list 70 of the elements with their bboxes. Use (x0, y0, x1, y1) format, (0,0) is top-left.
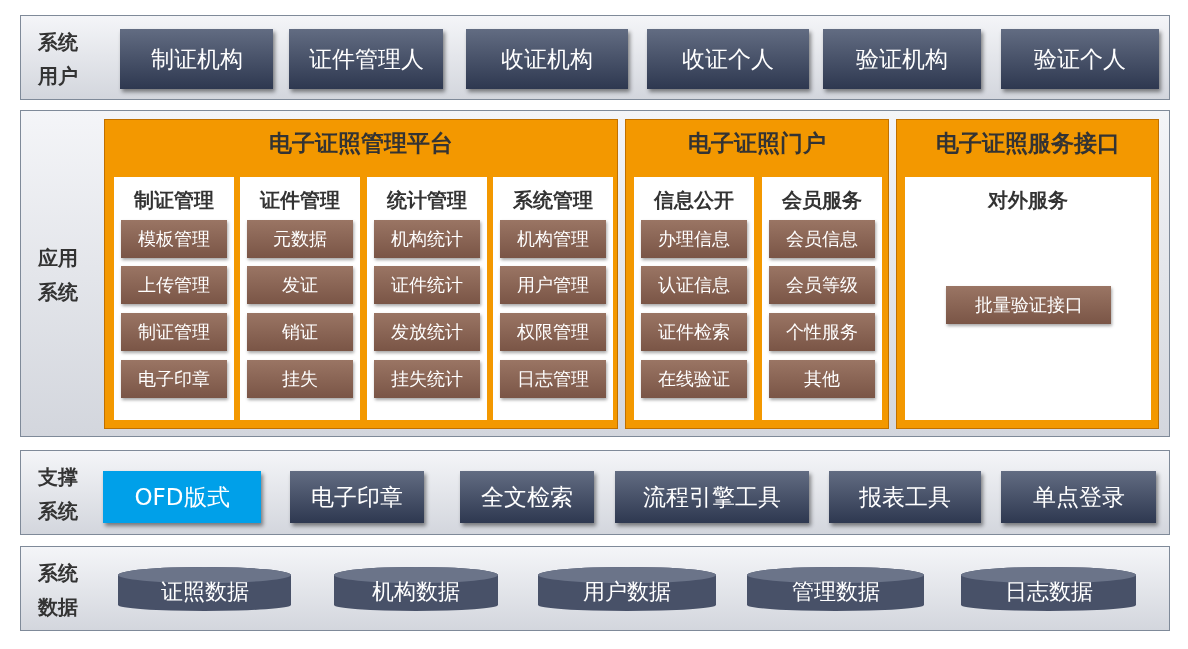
function-tile: 电子印章 (121, 360, 227, 398)
layer-title: 系统用户 (37, 28, 79, 90)
function-tile: 其他 (769, 360, 875, 398)
module-button: 流程引擎工具 (615, 471, 809, 523)
module-button: 电子印章 (290, 471, 424, 523)
function-tile: 发放统计 (374, 313, 480, 351)
function-tile: 批量验证接口 (946, 286, 1111, 324)
module-button: 证件管理人 (289, 29, 443, 89)
function-tile: 会员信息 (769, 220, 875, 258)
module-button: 验证机构 (823, 29, 981, 89)
module-card (762, 177, 882, 420)
function-tile: 发证 (247, 266, 353, 304)
function-tile: 在线验证 (641, 360, 747, 398)
function-tile: 销证 (247, 313, 353, 351)
function-tile: 机构统计 (374, 220, 480, 258)
function-tile: 会员等级 (769, 266, 875, 304)
card-title: 会员服务 (781, 187, 863, 214)
function-tile: 机构管理 (500, 220, 606, 258)
module-card (493, 177, 613, 420)
module-button: 全文检索 (460, 471, 594, 523)
function-tile: 上传管理 (121, 266, 227, 304)
layer-band (20, 15, 1170, 100)
layer-title: 应用系统 (37, 244, 79, 306)
function-tile: 认证信息 (641, 266, 747, 304)
database-cylinder: 证照数据 (118, 567, 291, 611)
module-button: 收证机构 (466, 29, 628, 89)
layer-title: 支撑系统 (37, 463, 79, 525)
layer-band (20, 450, 1170, 535)
function-tile: 办理信息 (641, 220, 747, 258)
function-tile: 证件检索 (641, 313, 747, 351)
module-card (114, 177, 234, 420)
panel-title: 电子证照门户 (687, 129, 827, 158)
database-cylinder: 日志数据 (961, 567, 1136, 611)
card-title: 信息公开 (653, 187, 735, 214)
module-button: 报表工具 (829, 471, 981, 523)
panel-title: 电子证照服务接口 (934, 129, 1121, 158)
platform-panel (104, 119, 618, 429)
card-title: 制证管理 (133, 187, 215, 214)
module-button: OFD版式 (103, 471, 261, 523)
function-tile: 模板管理 (121, 220, 227, 258)
card-title: 统计管理 (385, 187, 468, 214)
module-button: 制证机构 (120, 29, 273, 89)
module-card (905, 177, 1151, 420)
module-card (634, 177, 754, 420)
function-tile: 元数据 (247, 220, 353, 258)
panel-title: 电子证照管理平台 (268, 129, 454, 158)
function-tile: 制证管理 (121, 313, 227, 351)
platform-panel (896, 119, 1159, 429)
function-tile: 挂失 (247, 360, 353, 398)
module-card (367, 177, 487, 420)
card-title: 对外服务 (986, 187, 1069, 214)
function-tile: 证件统计 (374, 266, 480, 304)
card-title: 证件管理 (258, 187, 341, 214)
function-tile: 日志管理 (500, 360, 606, 398)
function-tile: 权限管理 (500, 313, 606, 351)
database-cylinder: 用户数据 (538, 567, 716, 611)
module-button: 单点登录 (1001, 471, 1156, 523)
layer-band (20, 110, 1170, 437)
platform-panel (625, 119, 889, 429)
function-tile: 个性服务 (769, 313, 875, 351)
module-button: 验证个人 (1001, 29, 1159, 89)
layer-band (20, 546, 1170, 631)
database-cylinder: 管理数据 (747, 567, 924, 611)
layer-title: 系统数据 (37, 559, 79, 621)
module-card (240, 177, 360, 420)
function-tile: 用户管理 (500, 266, 606, 304)
card-title: 系统管理 (512, 187, 594, 214)
database-cylinder: 机构数据 (334, 567, 498, 611)
module-button: 收证个人 (647, 29, 809, 89)
function-tile: 挂失统计 (374, 360, 480, 398)
